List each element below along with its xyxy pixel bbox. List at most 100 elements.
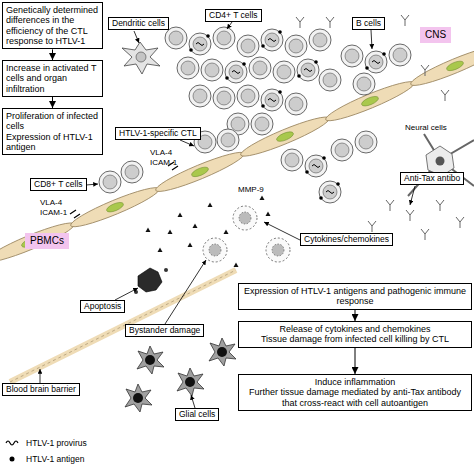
box-text: B cells	[356, 19, 381, 28]
leader-line	[86, 184, 98, 185]
flow-arrow	[355, 348, 356, 374]
neuron-nucleus	[436, 157, 445, 166]
box-text: Release of cytokines and chemokines	[242, 324, 468, 334]
infected-cell	[266, 238, 290, 262]
ctl-cell	[217, 129, 239, 151]
process-box: Induce inflammationFurther tissue damage…	[238, 374, 472, 411]
box-text: Anti-Tax antibo	[404, 174, 460, 183]
t-cell	[177, 57, 199, 79]
antibody	[368, 221, 376, 232]
legend-symbol	[4, 438, 22, 448]
apoptotic-body	[134, 290, 138, 294]
box-text: Tissue damage from infected cell killing…	[242, 334, 468, 344]
antibody	[386, 200, 394, 211]
region-tag: CNS	[420, 27, 451, 43]
leader-line	[227, 22, 232, 29]
leader-line	[180, 140, 194, 146]
leader-line	[165, 260, 206, 324]
box-text: CNS	[425, 29, 446, 41]
annotation-label: Neural cells	[405, 124, 447, 132]
label-box: Cytokines/chemokines	[300, 233, 393, 246]
cytokine	[178, 213, 183, 218]
cytokine	[188, 243, 193, 248]
leader-line	[134, 31, 139, 43]
cytokine	[224, 230, 229, 235]
region-tag: PBMCs	[25, 233, 69, 249]
label-box: Glial cells	[175, 408, 219, 421]
t-cell	[285, 93, 307, 115]
t-cell	[201, 59, 223, 81]
antibody	[296, 17, 304, 28]
t-cell	[261, 29, 283, 51]
barrier-line	[10, 270, 236, 382]
t-cell	[249, 57, 271, 79]
leader-line	[371, 30, 372, 49]
antigen-dot	[10, 457, 15, 462]
antibody	[456, 217, 464, 228]
antibody	[436, 200, 444, 211]
t-cell	[225, 61, 247, 83]
flow-arrow	[355, 310, 356, 321]
t-cell	[305, 155, 327, 177]
cytokine	[158, 248, 163, 253]
t-cell	[213, 87, 235, 109]
antibody	[326, 17, 334, 28]
legend-text: HTLV-1 antigen	[26, 454, 84, 464]
legend-item: HTLV-1 antigen	[4, 454, 84, 464]
b-cell	[389, 44, 411, 66]
glial-cell	[137, 346, 164, 374]
process-box: Increase in activated T cells and organ …	[2, 60, 103, 97]
box-text: Expression of HTLV-1 antigen	[6, 132, 99, 153]
box-text: Dendritic cells	[112, 19, 165, 28]
box-text: Proliferation of infected cells	[6, 111, 99, 132]
label-box: CD8+ T cells	[30, 178, 87, 191]
glial-cell	[209, 338, 236, 366]
leader-line	[264, 222, 300, 240]
flow-arrow	[52, 97, 53, 108]
box-text: Increase in activated T cells and organ …	[6, 63, 99, 94]
endothelial-cell	[0, 218, 77, 268]
t-cell	[261, 89, 283, 111]
label-box: CD4+ T cells	[205, 9, 262, 22]
cytokine	[208, 203, 213, 208]
antibody	[421, 65, 429, 76]
box-text: Induce inflammation	[242, 377, 468, 387]
box-text: Cytokines/chemokines	[304, 235, 389, 244]
box-text: CD4+ T cells	[209, 11, 258, 20]
annotation-label: ICAM-1	[150, 159, 177, 167]
neuron-process	[408, 134, 474, 196]
leader-line	[115, 288, 138, 300]
box-text: Apoptosis	[84, 302, 121, 311]
cytokine	[260, 196, 265, 201]
b-cell	[365, 51, 387, 73]
annotation-label: VLA-4	[150, 149, 172, 157]
t-cell	[297, 59, 319, 81]
legend-text: HTLV-1 provirus	[26, 438, 87, 448]
leader-line	[191, 395, 195, 408]
b-cell	[341, 45, 363, 67]
cytokine	[266, 212, 271, 217]
process-box: Expression of HTLV-1 antigens and pathog…	[238, 283, 472, 310]
annotation-label: VLA-4	[40, 199, 62, 207]
leader-line	[410, 186, 415, 205]
cell-nucleus	[136, 52, 146, 62]
t-cell	[309, 29, 331, 51]
cytokine	[234, 263, 239, 268]
apoptotic-body	[164, 268, 168, 272]
glial-cell	[177, 368, 204, 396]
box-text: Expression of HTLV-1 antigens and pathog…	[242, 286, 468, 307]
t-cell	[213, 27, 235, 49]
label-box: Blood brain barrier	[2, 383, 80, 396]
box-text: CD8+ T cells	[34, 180, 83, 189]
antibody	[441, 90, 449, 101]
leader-line	[40, 369, 41, 383]
antibody	[421, 229, 429, 240]
process-box: Proliferation of infected cellsExpressio…	[2, 108, 103, 155]
cytokine	[168, 230, 173, 235]
legend-symbol	[4, 454, 22, 464]
box-text: Bystander damage	[129, 326, 200, 335]
b-cell	[353, 73, 375, 95]
t-cell	[237, 35, 259, 57]
t-cell	[189, 33, 211, 55]
box-text: Genetically determined differences in th…	[6, 5, 99, 46]
